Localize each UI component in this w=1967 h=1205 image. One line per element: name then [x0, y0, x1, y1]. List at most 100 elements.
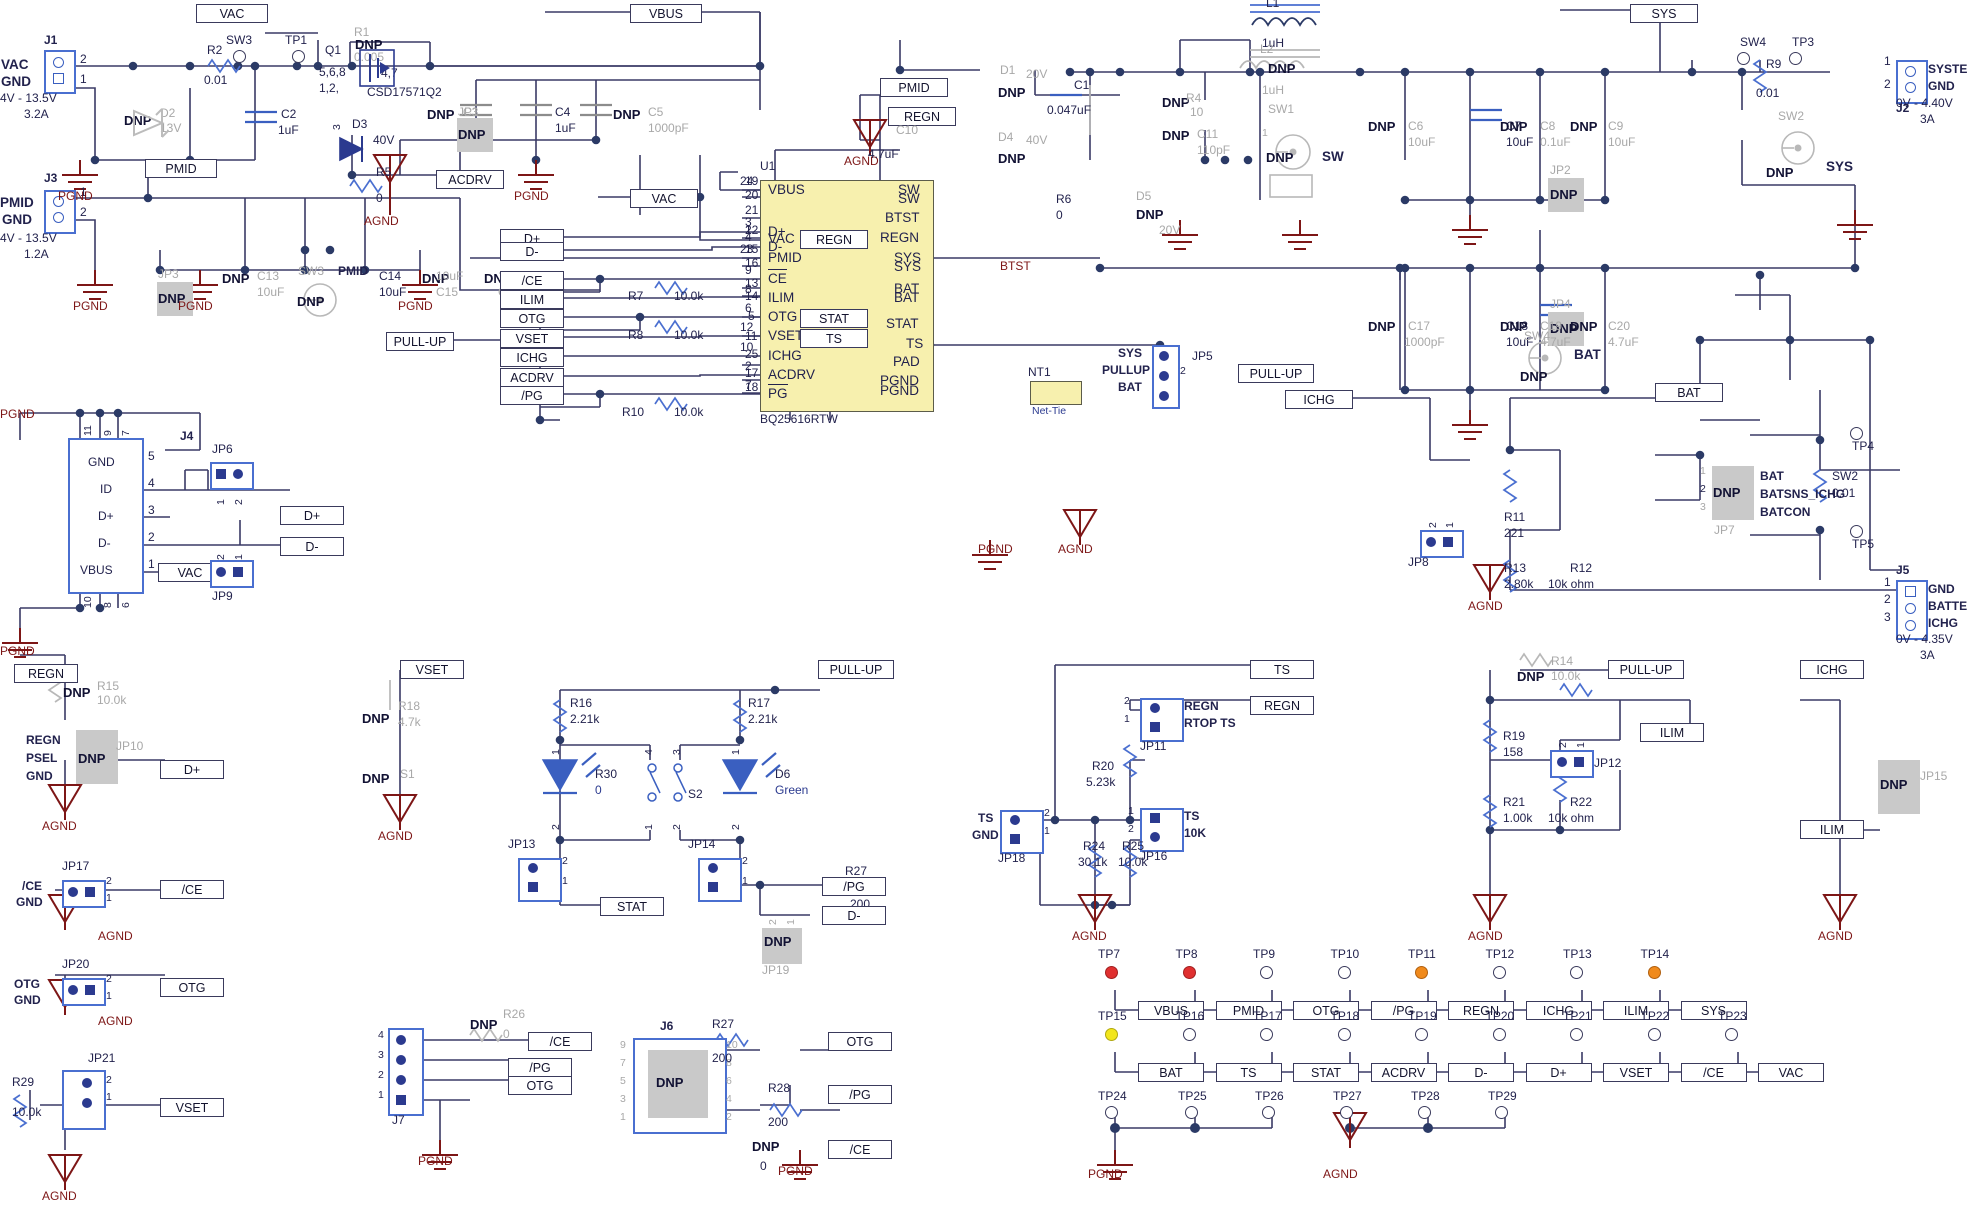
testpoint-tp22-pad[interactable] [1647, 1028, 1661, 1041]
netlabel-sys-topright[interactable]: SYS [1630, 4, 1698, 23]
jumper-jp10-dnp[interactable] [76, 730, 118, 784]
testpoint-tp26-pad[interactable] [1262, 1106, 1275, 1119]
netlabel-vac-top[interactable]: VAC [196, 4, 268, 23]
netlabel-acdrv-topleft[interactable]: ACDRV [436, 170, 504, 189]
netlabel-pmid-left[interactable]: PMID [145, 159, 217, 178]
testpoint-tp10-pad[interactable] [1337, 966, 1351, 979]
netlabel-pmid-tp8[interactable]: PMID [1215, 1001, 1282, 1020]
tp4-pad[interactable] [1789, 52, 1802, 65]
netlabel-ilim-tp13[interactable]: ILIM [1603, 1001, 1669, 1020]
jumper-jp1-dnp[interactable] [457, 118, 493, 152]
tp3-pad[interactable] [1737, 52, 1750, 65]
netlabel-otg-j7[interactable]: OTG [508, 1076, 572, 1095]
testpoint-tp14-pad[interactable] [1647, 966, 1661, 979]
netlabel-ts-tp16[interactable]: TS [1215, 1063, 1282, 1082]
netlabel-pg-j7[interactable]: /PG [508, 1058, 572, 1077]
testpoint-tp19-pad[interactable] [1415, 1028, 1428, 1041]
testpoint-tp23-pad[interactable] [1725, 1028, 1738, 1041]
connector-j4[interactable] [68, 438, 144, 594]
jumper-jp8[interactable] [1420, 530, 1464, 558]
netlabel-ce-u1[interactable]: /CE [500, 271, 564, 290]
jumper-jp2-dnp[interactable] [1548, 178, 1584, 212]
tp6-pad[interactable] [1850, 525, 1863, 538]
netlabel-ichg-tp12[interactable]: ICHG [1525, 1001, 1592, 1020]
netlabel-ce-jp17[interactable]: /CE [160, 880, 224, 899]
netlabel-otg-u1[interactable]: OTG [500, 309, 564, 328]
netlabel-bat-right[interactable]: BAT [1655, 383, 1723, 402]
netlabel-d-tp19[interactable]: D- [1448, 1063, 1514, 1082]
testpoint-tp11-pad[interactable] [1415, 966, 1428, 979]
netlabel-regn-block[interactable]: REGN [1250, 696, 1314, 715]
netlabel-otg-jp20[interactable]: OTG [160, 978, 224, 997]
testpoint-tp9-pad[interactable] [1260, 966, 1273, 979]
netlabel-otg-tp9[interactable]: OTG [1293, 1001, 1359, 1020]
netlabel-acdrv-u1[interactable]: ACDRV [500, 368, 564, 387]
netlabel-pg-u1[interactable]: /PG [500, 386, 564, 405]
netlabel-pg-jp14[interactable]: /PG [822, 877, 886, 896]
netlabel-dp-jp6[interactable]: D+ [280, 506, 344, 525]
netlabel-regn-right[interactable]: REGN [888, 107, 956, 126]
jumper-jp13[interactable] [518, 858, 562, 902]
netlabel-vset-tp21[interactable]: VSET [1603, 1063, 1669, 1082]
netlabel-stat-tp17[interactable]: STAT [1293, 1063, 1359, 1082]
netlabel-vset-u1[interactable]: VSET [500, 329, 564, 348]
testpoint-tp28-pad[interactable] [1418, 1106, 1431, 1119]
netlabel-stat-jp13[interactable]: STAT [600, 897, 664, 916]
jumper-jp7-dnp[interactable] [1712, 466, 1754, 520]
testpoint-tp17-pad[interactable] [1260, 1028, 1273, 1041]
netlabel-ichg-mid[interactable]: ICHG [1285, 390, 1353, 409]
netlabel-acdrv-tp18[interactable]: ACDRV [1370, 1063, 1437, 1082]
testpoint-tp21-pad[interactable] [1570, 1028, 1583, 1041]
testpoint-tp20-pad[interactable] [1492, 1028, 1506, 1041]
netlabel-vbus-top[interactable]: VBUS [630, 4, 702, 23]
jumper-jp3-dnp[interactable] [157, 282, 193, 316]
testpoint-tp25-pad[interactable] [1185, 1106, 1198, 1119]
jumper-jp16[interactable] [1140, 808, 1184, 852]
testpoint-tp13-pad[interactable] [1570, 966, 1583, 979]
netlabel-dm-jp9[interactable]: D- [280, 537, 344, 556]
tp1-pad[interactable] [233, 50, 246, 63]
netlabel-vbus-tp7[interactable]: VBUS [1138, 1001, 1204, 1020]
netlabel-bat-tp15[interactable]: BAT [1138, 1063, 1204, 1082]
netlabel-ts-u1[interactable]: TS [800, 329, 868, 348]
netlabel-ilim-far[interactable]: ILIM [1800, 820, 1864, 839]
testpoint-tp16-pad[interactable] [1182, 1028, 1196, 1041]
tp5-pad[interactable] [1850, 427, 1863, 440]
testpoint-tp7-pad[interactable] [1105, 966, 1118, 979]
netlabel-ce-j6[interactable]: /CE [828, 1140, 892, 1159]
netlabel-d-tp20[interactable]: D+ [1525, 1063, 1592, 1082]
testpoint-tp8-pad[interactable] [1182, 966, 1196, 979]
jumper-jp12[interactable] [1550, 750, 1594, 778]
netlabel-otg-j6[interactable]: OTG [828, 1032, 892, 1051]
netlabel-pullup-jp5[interactable]: PULL-UP [1238, 364, 1314, 383]
netlabel-vac-u1[interactable]: VAC [630, 189, 698, 208]
netlabel-vac-tp23[interactable]: VAC [1758, 1063, 1824, 1082]
connector-j7[interactable] [388, 1028, 424, 1116]
netlabel-vset-center[interactable]: VSET [400, 660, 464, 679]
netlabel-dm-jp19[interactable]: D- [822, 906, 886, 925]
netlabel-regn-left[interactable]: REGN [14, 664, 78, 683]
testpoint-tp24-pad[interactable] [1105, 1106, 1118, 1119]
jumper-jp19-dnp[interactable] [762, 928, 802, 964]
netlabel-pmid-right[interactable]: PMID [880, 78, 948, 97]
testpoint-tp15-pad[interactable] [1105, 1028, 1118, 1041]
jumper-jp14[interactable] [698, 858, 742, 902]
netlabel-pullup-u1[interactable]: PULL-UP [386, 332, 454, 351]
netlabel-regn-tp11[interactable]: REGN [1448, 1001, 1514, 1020]
netlabel-ichg-u1[interactable]: ICHG [500, 348, 564, 367]
netlabel-ichg-far[interactable]: ICHG [1800, 660, 1864, 679]
testpoint-tp12-pad[interactable] [1492, 966, 1506, 979]
netlabel-dm-u1[interactable]: D- [500, 242, 564, 261]
netlabel-sys-tp14[interactable]: SYS [1680, 1001, 1747, 1020]
netlabel-stat-u1[interactable]: STAT [800, 309, 868, 328]
netlabel-ilim-u1[interactable]: ILIM [500, 290, 564, 309]
netlabel-ilim-right[interactable]: ILIM [1640, 723, 1704, 742]
testpoint-tp18-pad[interactable] [1337, 1028, 1351, 1041]
ic-u1-body[interactable] [760, 180, 934, 412]
netlabel-pullup-right[interactable]: PULL-UP [1608, 660, 1684, 679]
netlabel-pg-tp10[interactable]: /PG [1370, 1001, 1437, 1020]
jumper-jp4-dnp[interactable] [1548, 312, 1584, 346]
testpoint-tp27-pad[interactable] [1340, 1106, 1353, 1119]
netlabel-pullup-leds[interactable]: PULL-UP [818, 660, 894, 679]
jumper-jp15-dnp[interactable] [1878, 760, 1920, 814]
